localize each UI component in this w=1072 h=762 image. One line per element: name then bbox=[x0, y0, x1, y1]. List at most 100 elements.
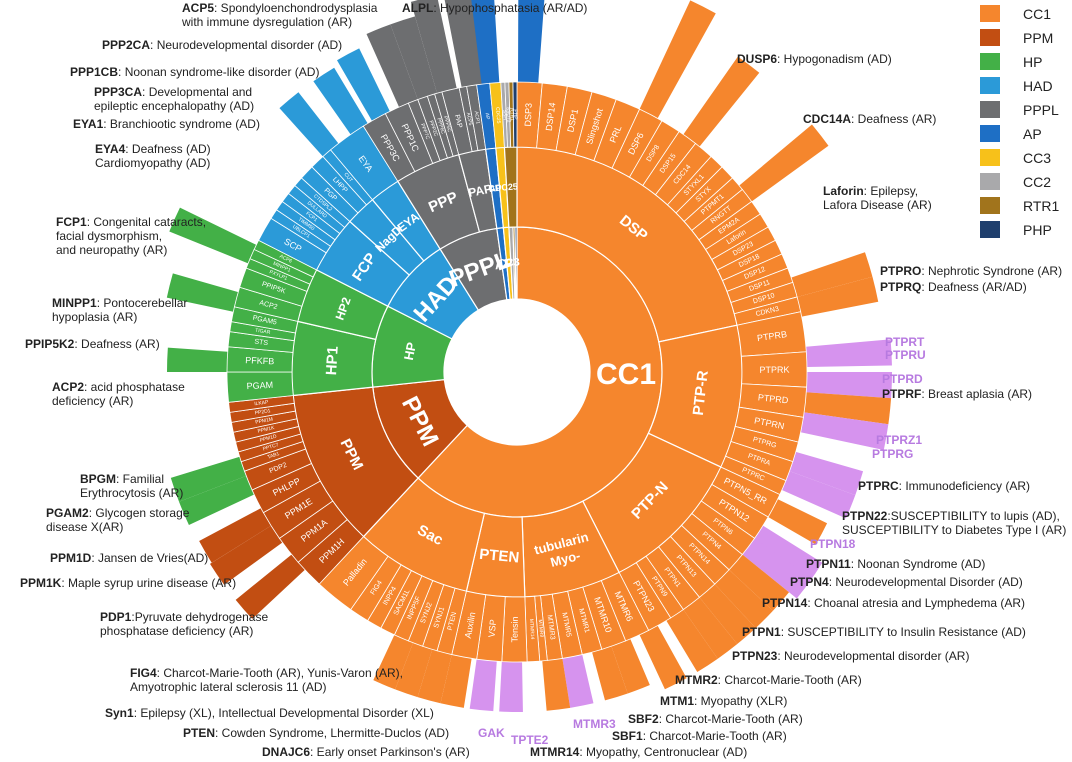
disease-bar-46 bbox=[373, 634, 414, 690]
disease-bar-30 bbox=[742, 538, 812, 599]
legend-item-cc3: CC3 bbox=[980, 149, 1051, 166]
annotation-ppp1cb: PPP1CB: Noonan syndrome-like disorder (A… bbox=[70, 65, 319, 79]
annotation-desc: : Deafness (AR) bbox=[74, 337, 159, 351]
disease-bar-23 bbox=[806, 372, 892, 399]
disease-bar-25 bbox=[800, 412, 889, 450]
annotation-text: MTMR2: Charcot-Marie-Tooth (AR) bbox=[675, 673, 862, 687]
annotation-ptpn14: PTPN14: Choanal atresia and Lymphedema (… bbox=[762, 596, 1025, 610]
gene-label-mtmr9: MTMR9 bbox=[537, 619, 545, 637]
annotation-ppp2ca: PPP2CA: Neurodevelopmental disorder (AD) bbox=[102, 38, 342, 52]
gene-label-pgam: PGAM bbox=[246, 380, 273, 391]
annotation-mtm1: MTM1: Myopathy (XLR) bbox=[660, 694, 787, 708]
disease-bar-6 bbox=[337, 48, 390, 121]
disease-bar-4 bbox=[390, 16, 438, 100]
disease-bar-39 bbox=[562, 654, 594, 708]
annotation-desc: : Neurodevelopmental disorder (AR) bbox=[777, 649, 969, 663]
annotation-text: ALPL: Hypophosphatasia (AR/AD) bbox=[402, 1, 587, 15]
annotation-gene: PTPN4 bbox=[790, 575, 829, 589]
annotation-gene: PTPRO bbox=[880, 264, 921, 278]
annotation-desc: : Branchiootic syndrome (AD) bbox=[103, 117, 260, 131]
legend-label: PPM bbox=[1023, 30, 1053, 46]
legend-item-ppm: PPM bbox=[980, 29, 1053, 46]
subfamily-label-hp1: HP1 bbox=[323, 346, 342, 376]
annotation-desc: : Noonan syndrome-like disorder (AD) bbox=[118, 65, 319, 79]
disease-bar-45 bbox=[395, 642, 433, 698]
gene-label-sts: STS bbox=[254, 339, 269, 348]
annotation-dusp6: DUSP6: Hypogonadism (AD) bbox=[737, 52, 892, 66]
annotation-desc: : Deafness (AR) bbox=[851, 112, 936, 126]
gene-label-mtmr3: MTMR3 bbox=[546, 615, 556, 641]
annotation-gene: DUSP6 bbox=[737, 52, 777, 66]
disease-bars-layer bbox=[166, 0, 892, 712]
annotation-desc: : Hypogonadism (AD) bbox=[777, 52, 892, 66]
legend-label: CC3 bbox=[1023, 150, 1051, 166]
disease-bar-40 bbox=[542, 658, 571, 711]
legend-swatch bbox=[980, 29, 1000, 46]
annotation-sbf2: SBF2: Charcot-Marie-Tooth (AR) bbox=[628, 712, 803, 726]
annotation-line2: Erythrocytosis (AR) bbox=[80, 486, 183, 500]
legend-label: AP bbox=[1023, 126, 1042, 142]
annotation-gene: MINPP1 bbox=[52, 296, 97, 310]
annotation-line2: deficiency (AR) bbox=[52, 394, 133, 408]
disease-bar-38 bbox=[592, 646, 628, 701]
disease-bar-10 bbox=[166, 273, 239, 312]
annotation-gene: FCP1 bbox=[56, 215, 87, 229]
annotation-desc: : Myopathy (XLR) bbox=[694, 694, 787, 708]
annotation-text: Laforin: Epilepsy, bbox=[823, 184, 918, 198]
annotation-text: PTPN4: Neurodevelopmental Disorder (AD) bbox=[790, 575, 1023, 589]
disease-bar-19 bbox=[739, 124, 829, 202]
gene-label-ilkap: ILKAP bbox=[254, 399, 269, 407]
annotation-text: SBF2: Charcot-Marie-Tooth (AR) bbox=[628, 712, 803, 726]
annotation-line2: hypoplasia (AR) bbox=[52, 310, 137, 324]
annotation-cdc14a: CDC14A: Deafness (AR) bbox=[803, 112, 936, 126]
legend-swatch bbox=[980, 221, 1000, 238]
annotation-desc: : Cowden Syndrome, Lhermitte-Duclos (AD) bbox=[215, 726, 449, 740]
gene-label-vsp: VSP bbox=[486, 619, 498, 638]
annotation-ptpn22: PTPN22:SUSCEPTIBILITY to lupis (AD),SUSC… bbox=[842, 509, 1066, 537]
gene-label-tensin: Tensin bbox=[510, 616, 520, 642]
annotation-desc: : Epilepsy, bbox=[864, 184, 918, 198]
disease-bar-1 bbox=[468, 0, 500, 85]
gene-label-ptprb: PTPRB bbox=[756, 329, 787, 343]
family-label-ap: AP bbox=[494, 255, 514, 272]
disease-bar-0 bbox=[518, 0, 545, 83]
annotation-gene: ALPL bbox=[402, 1, 433, 15]
gene-label-dsp3: DSP3 bbox=[523, 103, 534, 127]
legend-item-php: PHP bbox=[980, 221, 1052, 238]
annotation-syn1: Syn1: Epilepsy (XL), Intellectual Develo… bbox=[105, 706, 434, 720]
annotation-text: ACP5: Spondyloenchondrodysplasia bbox=[182, 1, 378, 15]
annotation-gene: PPIP5K2 bbox=[25, 337, 75, 351]
annotation-line2: SUSCEPTIBILITY to Diabetes Type I (AR) bbox=[842, 523, 1066, 537]
annotation-ptpro: PTPRO: Nephrotic Syndrone (AR) bbox=[880, 264, 1062, 278]
purple-label-ptprz1: PTPRZ1 bbox=[876, 433, 922, 447]
gene-label-mtmr14: MTMR14 bbox=[528, 619, 535, 640]
annotation-line2: Cardiomyopathy (AD) bbox=[95, 156, 210, 170]
annotation-fig4: FIG4: Charcot-Marie-Tooth (AR), Yunis-Va… bbox=[130, 666, 403, 694]
annotation-text: EYA1: Branchiootic syndrome (AD) bbox=[73, 117, 260, 131]
center-hole bbox=[444, 299, 590, 445]
gene-label-ppm1d: PPM1D bbox=[259, 433, 278, 443]
annotation-fcp1: FCP1: Congenital cataracts,facial dysmor… bbox=[56, 215, 206, 257]
annotation-desc: : Early onset Parkinson's (AR) bbox=[310, 745, 470, 759]
annotation-gene: PPP2CA bbox=[102, 38, 150, 52]
subfamily-label-myotubularin: Myo- bbox=[549, 548, 582, 570]
disease-bar-2 bbox=[444, 0, 482, 88]
annotation-eya4: EYA4: Deafness (AD)Cardiomyopathy (AD) bbox=[95, 142, 211, 170]
annotation-gene: Laforin bbox=[823, 184, 864, 198]
gene-label-pp2d1: PP2D1 bbox=[254, 408, 271, 416]
annotation-text: PTPRF: Breast aplasia (AR) bbox=[882, 387, 1032, 401]
legend-label: PHP bbox=[1023, 222, 1052, 238]
disease-bar-11 bbox=[167, 347, 228, 372]
annotation-gene: PTPN1 bbox=[742, 625, 781, 639]
annotation-gene: Syn1 bbox=[105, 706, 134, 720]
annotation-text: PPP1CB: Noonan syndrome-like disorder (A… bbox=[70, 65, 319, 79]
annotation-gene: ACP2 bbox=[52, 380, 84, 394]
gene-segment-php bbox=[512, 81, 518, 148]
annotation-text: PPIP5K2: Deafness (AR) bbox=[25, 337, 160, 351]
annotation-gene: PPM1K bbox=[20, 576, 62, 590]
disease-bar-37 bbox=[611, 638, 650, 694]
annotation-text: PTPN23: Neurodevelopmental disorder (AR) bbox=[732, 649, 969, 663]
gene-label-dsp1: DSP1 bbox=[565, 108, 580, 133]
annotation-desc: : Charcot-Marie-Tooth (AR) bbox=[643, 729, 787, 743]
